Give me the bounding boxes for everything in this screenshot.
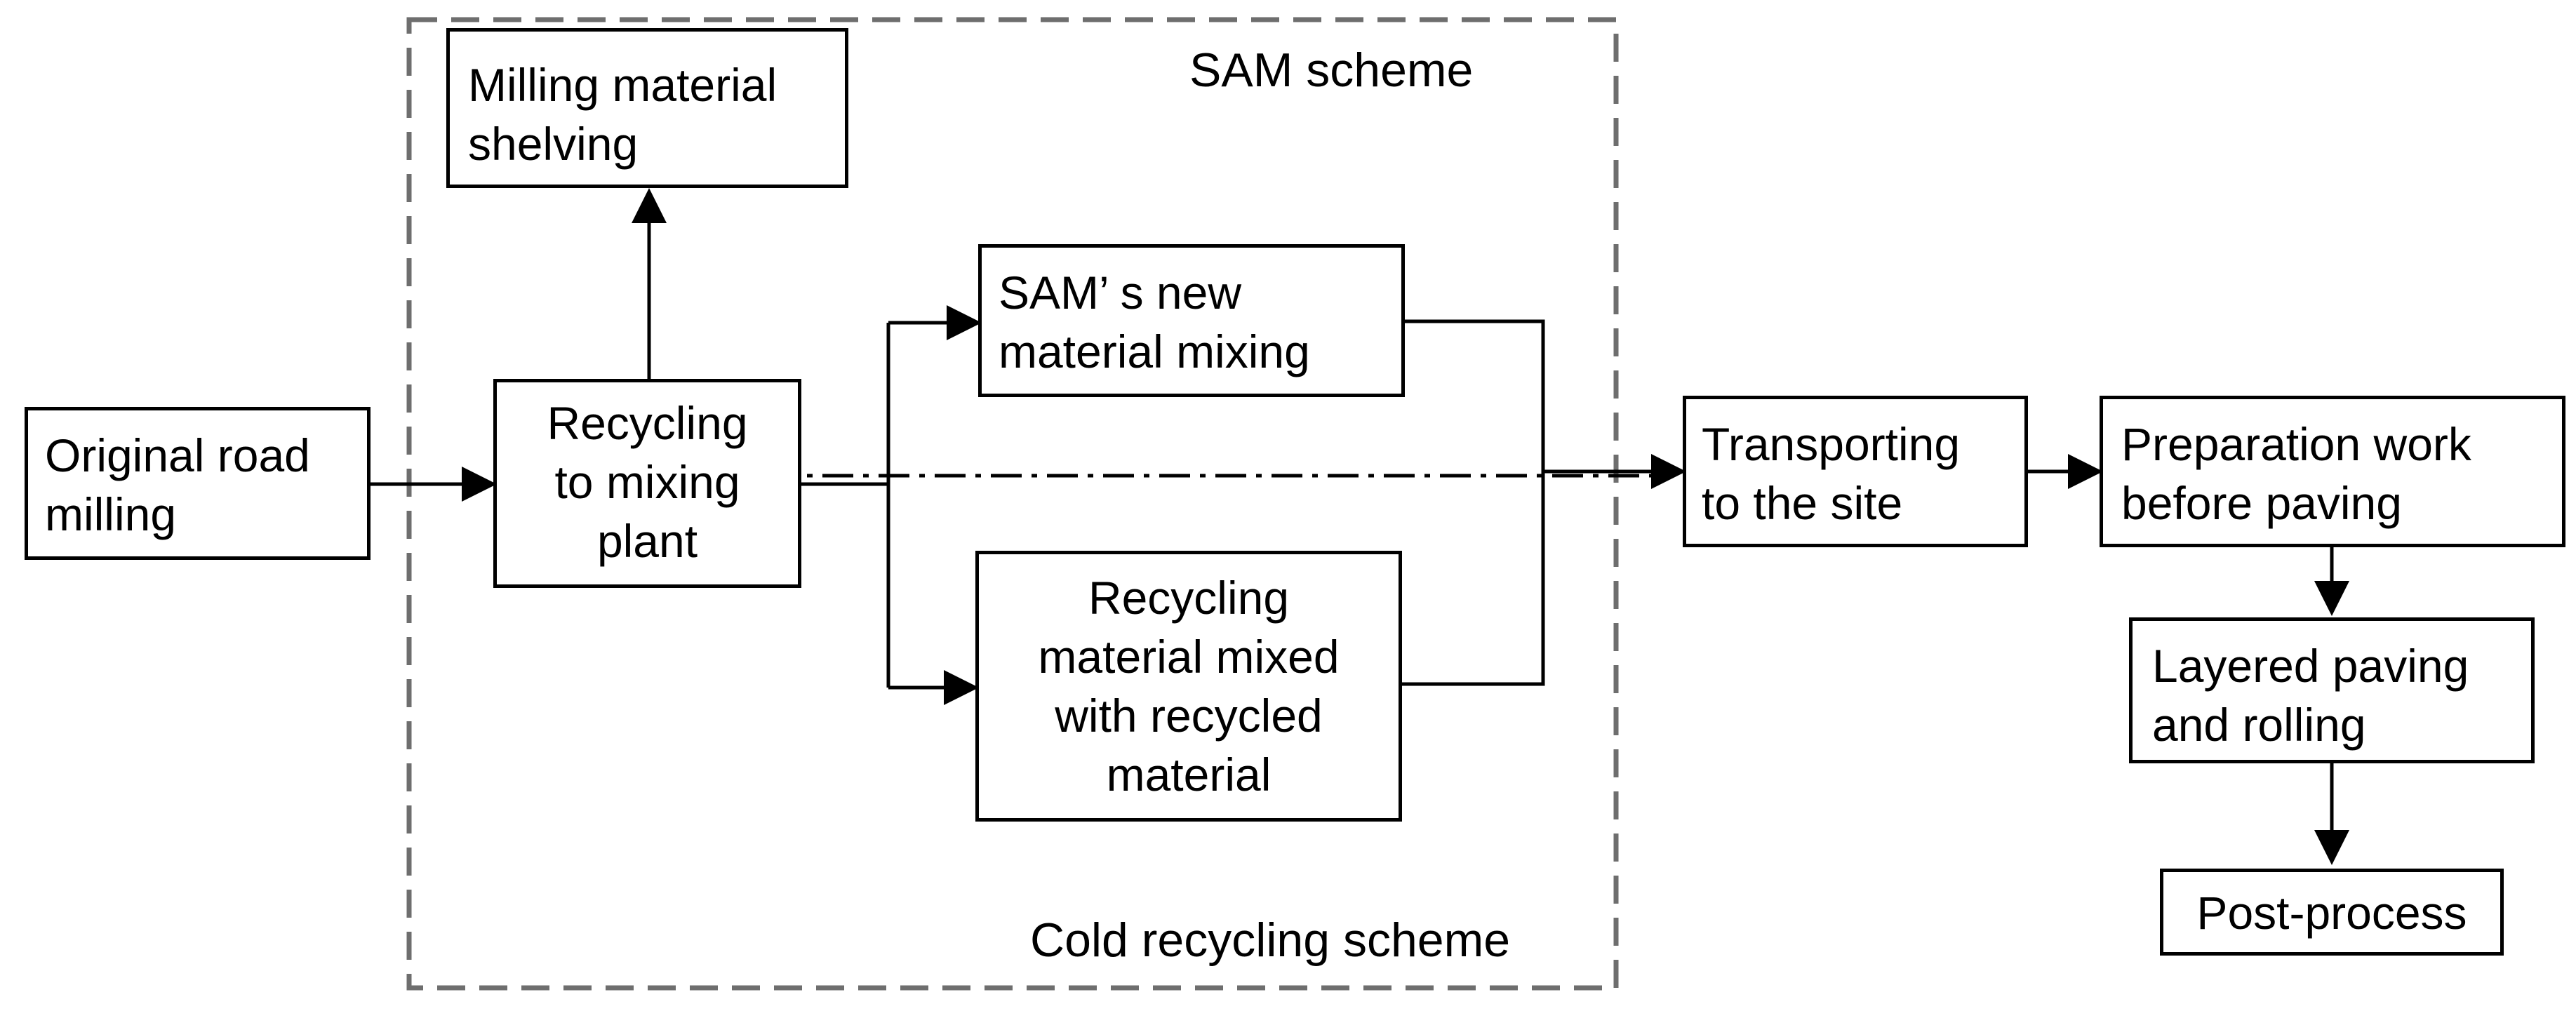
node-transporting-to-site: Transporting to the site <box>1683 396 2028 547</box>
node-post-process: Post-process <box>2160 869 2504 956</box>
node-preparation-work: Preparation work before paving <box>2100 396 2565 547</box>
line-recycled-mixing-to-merge <box>1402 471 1545 686</box>
line-sam-mixing-to-merge <box>1405 319 1545 471</box>
node-recycling-to-mixing-plant: Recycling to mixing plant <box>493 379 801 588</box>
sam-scheme-label: SAM scheme <box>1189 43 1474 97</box>
node-milling-material-shelving: Milling material shelving <box>446 28 848 188</box>
node-original-road-milling: Original road milling <box>25 407 371 560</box>
node-sam-new-material-mixing: SAM’ s new material mixing <box>978 244 1405 397</box>
node-recycling-material-mixed: Recycling material mixed with recycled m… <box>975 551 1402 822</box>
scheme-region-border <box>406 17 1619 991</box>
cold-recycling-scheme-label: Cold recycling scheme <box>1030 913 1511 967</box>
node-layered-paving-rolling: Layered paving and rolling <box>2129 617 2535 763</box>
